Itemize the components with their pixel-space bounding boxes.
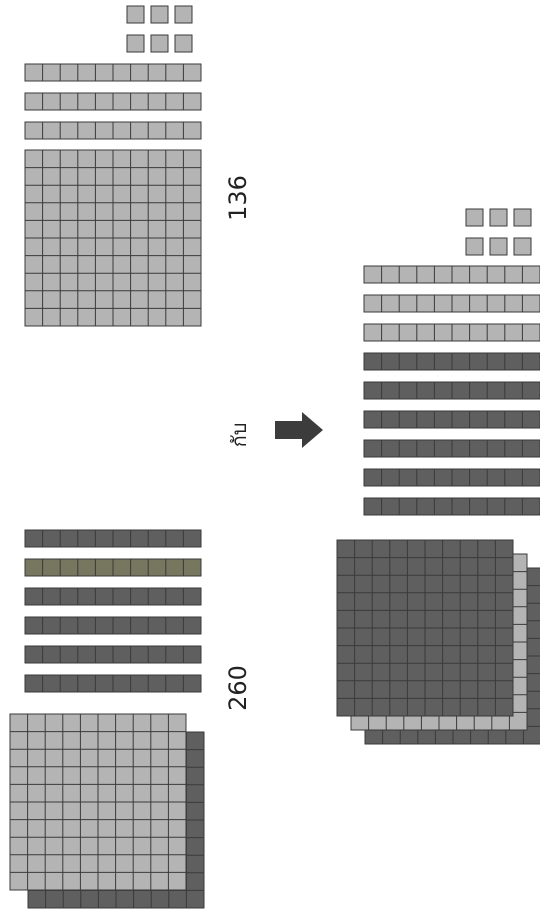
unit-cube	[490, 238, 507, 255]
unit-cube	[175, 35, 192, 52]
unit-cube	[151, 6, 168, 23]
unit-cube	[127, 6, 144, 23]
sum-blocks	[337, 209, 540, 744]
first-addend-blocks	[25, 6, 201, 326]
second-addend-blocks	[10, 530, 204, 908]
unit-cube	[466, 238, 483, 255]
conjunction-label: กับ	[222, 418, 256, 452]
unit-cube	[466, 209, 483, 226]
first-number-label: 136	[218, 178, 258, 218]
unit-cube	[175, 6, 192, 23]
second-number-label: 260	[218, 668, 258, 708]
unit-cube	[514, 238, 531, 255]
unit-cube	[127, 35, 144, 52]
unit-cube	[514, 209, 531, 226]
unit-cube	[151, 35, 168, 52]
unit-cube	[490, 209, 507, 226]
right-arrow-icon	[275, 412, 323, 448]
